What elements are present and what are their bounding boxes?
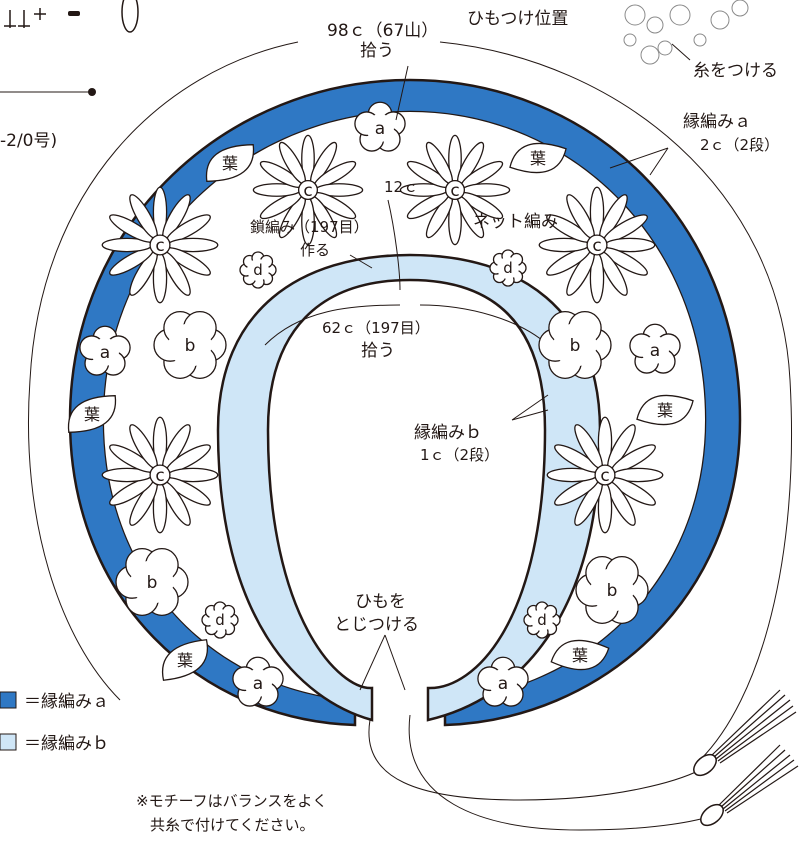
note-line-2: 共糸で付けてください。 [150,816,315,834]
tassel-lower [700,744,799,827]
motif-d-label: d [503,259,513,277]
motif-leaf: 葉 [67,395,117,433]
motif-a: a [629,323,681,374]
note-line-1: ※モチーフはバランスをよく [136,792,327,810]
motif-a-label: a [650,341,660,361]
leader-edge-b [511,394,549,421]
motif-d: d [239,251,277,289]
label-himo-sew-2: とじつける [334,615,419,635]
motif-b: b [575,556,649,624]
motif-c: c [399,134,511,246]
motif-b-label: b [147,573,158,593]
motif-c: c [101,416,219,534]
motif-b: b [538,311,612,379]
cord-left [368,719,701,801]
motif-c-label: c [155,236,164,256]
legend-label-a: ＝縁編みａ [24,692,109,712]
label-inner-pickup: 拾う [361,341,395,361]
label-chain-make: 作る [300,241,330,259]
label-top-pickup: 拾う [360,41,394,61]
label-hook-size: -2/0号) [0,131,57,151]
leader-dot [88,88,96,96]
motif-leaf: 葉 [509,142,567,174]
motif-d: d [489,249,527,287]
inner-guide-line [264,304,549,346]
motif-a: a [477,656,529,707]
leader-chain-start [349,254,373,269]
leader-edge-a [609,147,669,176]
motif-c-label: c [303,181,312,201]
motif-d: d [523,601,561,639]
motif-a: a [79,325,131,376]
motif-a: a [232,656,284,707]
label-edge-a-name: 縁編みａ [683,112,751,132]
motif-leaf: 葉 [636,394,694,426]
motif-d: d [201,601,239,639]
leader-chain-12 [387,199,401,291]
motif-a-label: a [498,674,508,694]
label-thread-attach: 糸をつける [693,61,778,81]
motif-b-label: b [607,581,618,601]
motif-b-label: b [185,336,196,356]
label-chain-12: 12ｃ [384,178,418,196]
label-edge-b-count: 1ｃ（2段） [420,446,499,464]
motif-d-label: d [253,261,263,279]
motif-d-label: d [215,611,225,629]
cord-right [408,714,716,831]
motif-b-label: b [570,336,581,356]
motif-a-label: a [253,674,263,694]
motif-leaf: 葉 [205,144,255,182]
motif-leaf-label: 葉 [657,401,673,420]
motif-leaf-label: 葉 [530,149,546,168]
thread-leader [671,43,691,61]
legend-swatch-a [0,691,17,709]
motif-leaf-label: 葉 [177,651,193,670]
motif-a-label: a [375,119,385,139]
motif-c: c [101,186,219,304]
stitch-symbols [4,0,139,33]
motif-b: b [153,311,227,379]
leader-top-count [395,65,409,121]
legend-swatch-b [0,733,17,751]
label-edge-a-count: 2ｃ（2段） [700,136,779,154]
motif-leaf: 葉 [550,639,610,671]
motif-leaf: 葉 [161,639,209,681]
legend-label-b: ＝縁編みｂ [24,734,109,754]
motif-c: c [538,186,656,304]
motif-a-label: a [100,343,110,363]
motif-c-label: c [592,236,601,256]
motif-b: b [115,548,189,616]
motif-c-label: c [600,466,609,486]
stitch-symbol-bar [68,11,80,16]
motif-leaf-label: 葉 [572,646,588,665]
motif-c: c [252,134,364,246]
label-himo-sew-1: ひもを [355,592,406,612]
label-net-stitch: ネット編み [473,212,558,232]
motif-leaf-label: 葉 [222,154,238,173]
edge-band-b [216,253,602,722]
motif-c: c [546,416,664,534]
leader-himo [359,634,406,691]
motif-d-label: d [537,611,547,629]
lace-motif-sample [623,0,749,65]
label-inner-count: 62ｃ（197目） [322,319,430,337]
outer-guide-line-left [27,41,299,701]
opening-gap [390,690,412,735]
motif-a: a [354,101,406,152]
tassel-upper [693,689,797,777]
label-top-count: 98ｃ（67山） [327,21,438,41]
motif-leaf-label: 葉 [84,405,100,424]
motif-c-label: c [155,466,164,486]
label-himo-position: ひもつけ位置 [467,9,568,29]
label-chain-start: 鎖編み（197目） [250,218,369,236]
label-edge-b-name: 縁編みｂ [414,423,482,443]
motif-c-label: c [450,181,459,201]
outer-guide-line-right [439,41,793,761]
